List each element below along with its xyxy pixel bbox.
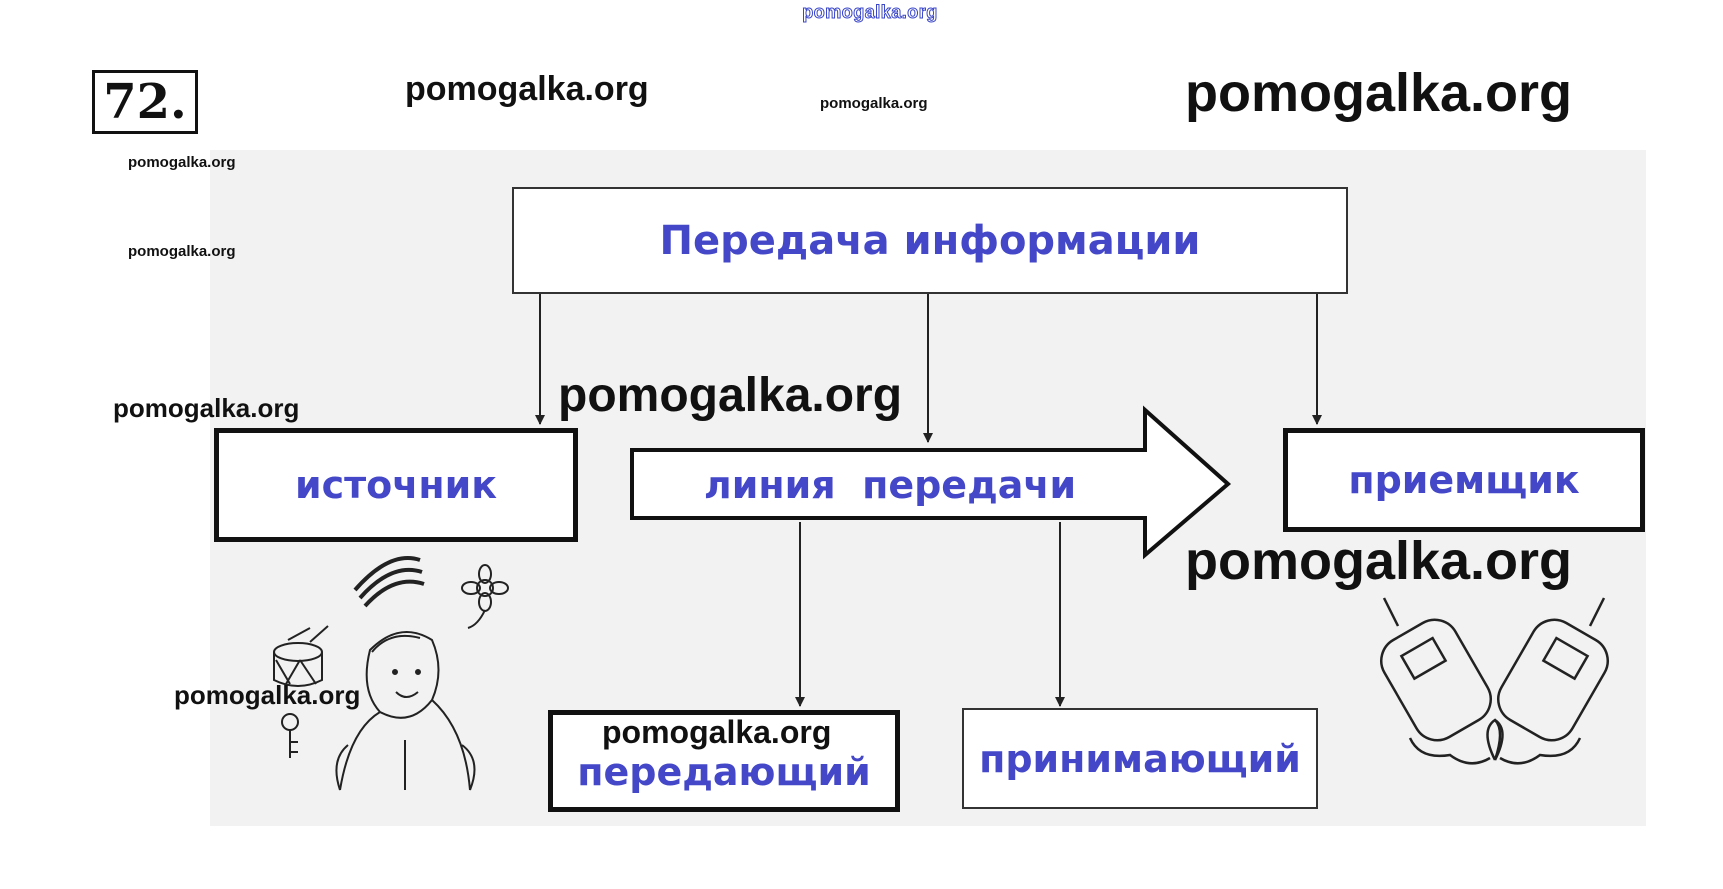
node-sender: передающий bbox=[548, 710, 900, 812]
channel-arrow-shape bbox=[630, 405, 1232, 560]
boy-with-drum-key-flower-icon bbox=[273, 556, 509, 791]
watermark: pomogalka.org bbox=[405, 70, 649, 108]
watermark: pomogalka.org bbox=[1185, 63, 1573, 123]
node-recipient: принимающий bbox=[962, 708, 1318, 809]
node-sender-label: передающий bbox=[577, 750, 871, 794]
node-receiver-label: приемщик bbox=[1348, 458, 1580, 502]
exercise-number: 72. bbox=[92, 70, 198, 134]
watermark: pomogalka.org bbox=[602, 714, 832, 750]
node-source-label: источник bbox=[294, 463, 498, 507]
header-box-label: Передача информации bbox=[659, 217, 1201, 264]
watermark: pomogalka.org bbox=[820, 95, 928, 112]
node-recipient-label: принимающий bbox=[979, 736, 1301, 781]
two-cellphones-with-heart-icon bbox=[1380, 597, 1609, 765]
watermark: pomogalka.org bbox=[128, 243, 236, 260]
watermark: pomogalka.org bbox=[558, 369, 903, 422]
header-box-information-transfer: Передача информации bbox=[512, 187, 1348, 294]
watermark: pomogalka.org bbox=[1185, 531, 1573, 591]
node-receiver: приемщик bbox=[1283, 428, 1645, 532]
watermark: pomogalka.org bbox=[113, 393, 300, 423]
node-channel-label: линия передачи bbox=[703, 463, 1077, 507]
watermark-top: pomogalka.org bbox=[802, 2, 938, 23]
node-channel: линия передачи bbox=[640, 456, 1140, 514]
watermark: pomogalka.org bbox=[174, 680, 361, 710]
watermark: pomogalka.org bbox=[128, 154, 236, 171]
node-source: источник bbox=[214, 428, 578, 542]
